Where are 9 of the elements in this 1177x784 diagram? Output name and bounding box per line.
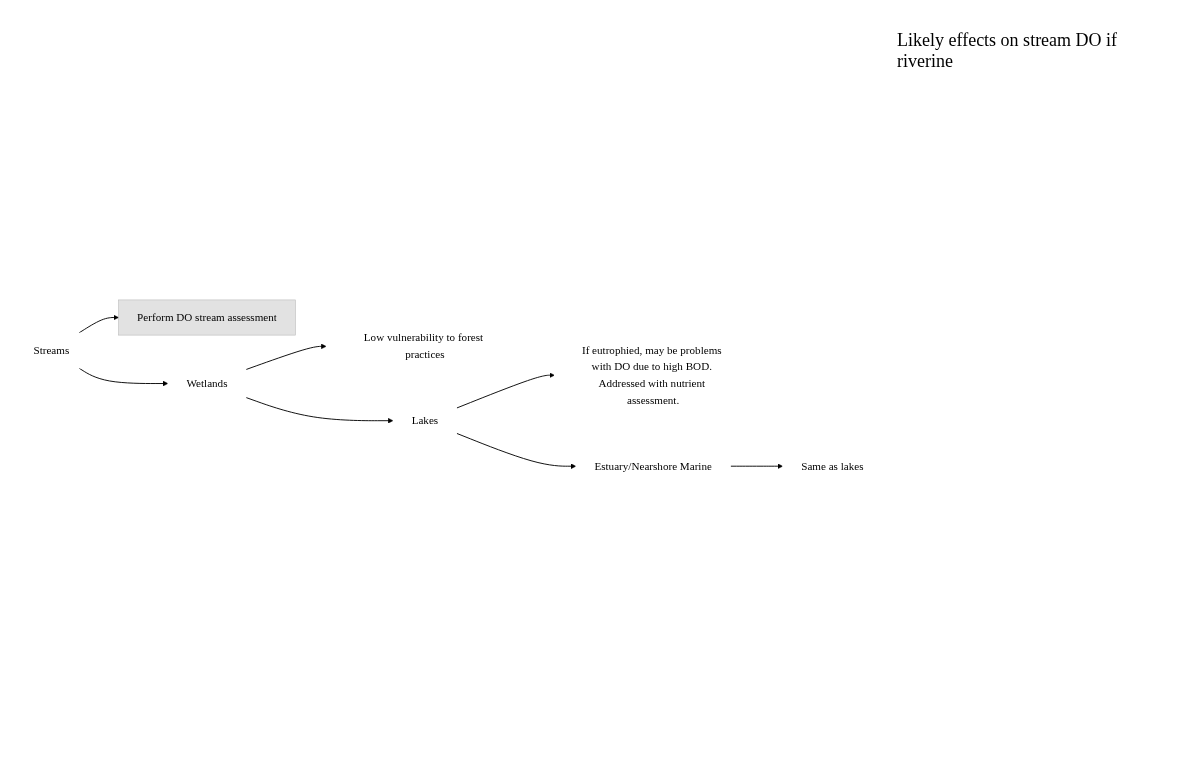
- node-text: Same as lakes: [801, 459, 864, 473]
- node-text: Wetlands: [186, 377, 228, 390]
- node-text: Low vulnerability to forest practices: [363, 331, 484, 361]
- node-text: Estuary/Nearshore Marine: [594, 459, 712, 473]
- node-text: If eutrophied, may be problems with DO due to high BOD. Addressed with nutrient assessment.: [581, 343, 722, 407]
- node-box: Perform DO stream assessment: [118, 299, 296, 336]
- node-text: Streams: [33, 344, 70, 357]
- note-text: Likely effects on stream DO if riverine: [897, 30, 1119, 72]
- node-text: Lakes: [411, 414, 439, 427]
